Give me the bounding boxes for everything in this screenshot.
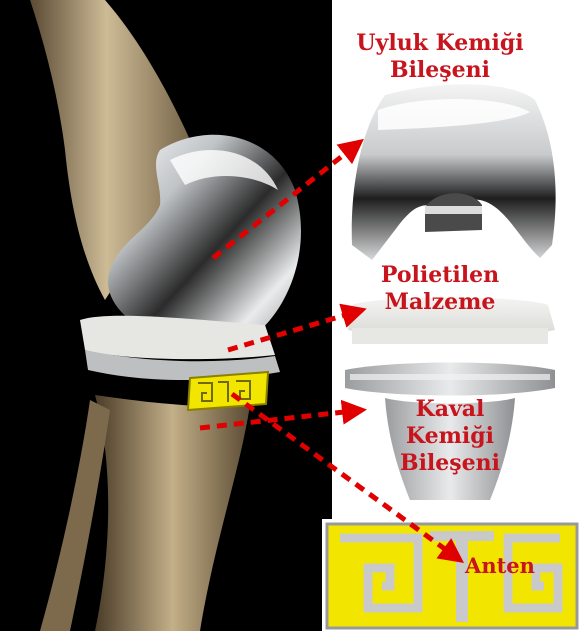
antenna-chip-in-situ xyxy=(188,372,268,410)
tibial-component-label: Kaval Kemiği Bileşeni xyxy=(380,396,520,477)
femoral-component-label: Uyluk Kemiği Bileşeni xyxy=(345,30,535,84)
poly-label-line2: Malzeme xyxy=(365,289,515,316)
tibial-label-line3: Bileşeni xyxy=(380,450,520,477)
femoral-component xyxy=(352,84,556,260)
femoral-label-line1: Uyluk Kemiği xyxy=(345,30,535,57)
antenna-label: Anten xyxy=(450,552,550,579)
knee-photo xyxy=(0,0,332,631)
tibial-label-line2: Kemiği xyxy=(380,423,520,450)
tibial-label-line1: Kaval xyxy=(380,396,520,423)
femoral-label-line2: Bileşeni xyxy=(345,57,535,84)
tibial-tray xyxy=(345,363,555,396)
poly-label-line1: Polietilen xyxy=(365,262,515,289)
polyethylene-label: Polietilen Malzeme xyxy=(365,262,515,316)
